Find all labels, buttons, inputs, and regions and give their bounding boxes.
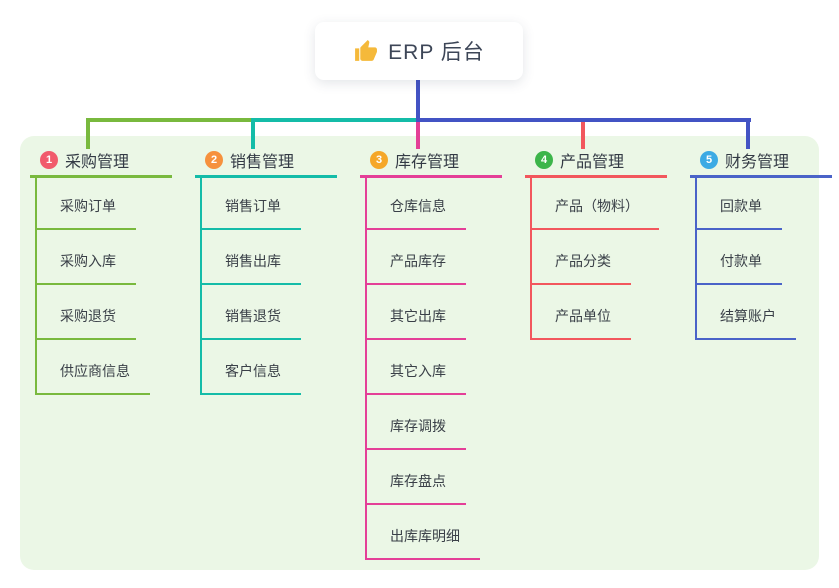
child-node[interactable]: 供应商信息 <box>37 340 150 395</box>
branch-title-label: 财务管理 <box>725 154 790 171</box>
connector-bus-green <box>86 118 253 122</box>
child-node[interactable]: 产品单位 <box>532 285 631 340</box>
child-node[interactable]: 客户信息 <box>202 340 301 395</box>
branch-badge: 3 <box>370 151 388 169</box>
branch-title-node[interactable]: 1 采购管理 <box>30 148 195 172</box>
connector-drop <box>746 118 750 149</box>
branch-title-node[interactable]: 5 财务管理 <box>690 148 839 172</box>
connector-bus-blue <box>416 118 751 122</box>
child-node[interactable]: 库存盘点 <box>367 450 466 505</box>
child-node[interactable]: 付款单 <box>697 230 782 285</box>
branch-title-label: 采购管理 <box>65 154 130 171</box>
branch-column: 3 库存管理 仓库信息产品库存其它出库其它入库库存调拨库存盘点出库库明细 <box>360 148 525 560</box>
child-node[interactable]: 产品库存 <box>367 230 466 285</box>
branch-title-label: 库存管理 <box>395 154 460 171</box>
child-node[interactable]: 结算账户 <box>697 285 796 340</box>
branch-underline <box>360 175 502 178</box>
child-node[interactable]: 仓库信息 <box>367 178 466 230</box>
connector-drop <box>251 118 255 149</box>
child-node[interactable]: 产品分类 <box>532 230 631 285</box>
branch-column: 2 销售管理 销售订单销售出库销售退货客户信息 <box>195 148 360 395</box>
branch-underline <box>30 175 172 178</box>
branch-badge: 2 <box>205 151 223 169</box>
connector-drop <box>416 122 420 149</box>
child-node[interactable]: 出库库明细 <box>367 505 480 560</box>
branch-children: 产品（物料）产品分类产品单位 <box>530 178 659 340</box>
branch-underline <box>195 175 337 178</box>
child-node[interactable]: 产品（物料） <box>532 178 659 230</box>
branch-title-node[interactable]: 3 库存管理 <box>360 148 525 172</box>
branch-children: 仓库信息产品库存其它出库其它入库库存调拨库存盘点出库库明细 <box>365 178 480 560</box>
branch-column: 4 产品管理 产品（物料）产品分类产品单位 <box>525 148 690 340</box>
thumbs-up-icon <box>355 39 378 61</box>
connector-drop <box>86 118 90 149</box>
root-node[interactable]: ERP 后台 <box>315 22 523 80</box>
branch-column: 1 采购管理 采购订单采购入库采购退货供应商信息 <box>30 148 195 395</box>
child-node[interactable]: 回款单 <box>697 178 782 230</box>
child-node[interactable]: 采购订单 <box>37 178 136 230</box>
branch-column: 5 财务管理 回款单付款单结算账户 <box>690 148 839 340</box>
branch-badge: 1 <box>40 151 58 169</box>
branch-children: 销售订单销售出库销售退货客户信息 <box>200 178 301 395</box>
child-node[interactable]: 销售订单 <box>202 178 301 230</box>
branch-title-label: 产品管理 <box>560 154 625 171</box>
branch-underline <box>525 175 667 178</box>
child-node[interactable]: 库存调拨 <box>367 395 466 450</box>
connector-drop <box>581 122 585 149</box>
background-panel <box>20 136 819 570</box>
branch-title-node[interactable]: 4 产品管理 <box>525 148 690 172</box>
child-node[interactable]: 其它出库 <box>367 285 466 340</box>
branch-children: 采购订单采购入库采购退货供应商信息 <box>35 178 150 395</box>
child-node[interactable]: 销售出库 <box>202 230 301 285</box>
root-title: ERP 后台 <box>388 41 485 64</box>
connector-bus-teal <box>251 118 420 122</box>
child-node[interactable]: 采购入库 <box>37 230 136 285</box>
branch-children: 回款单付款单结算账户 <box>695 178 796 340</box>
child-node[interactable]: 其它入库 <box>367 340 466 395</box>
branch-title-node[interactable]: 2 销售管理 <box>195 148 360 172</box>
branch-title-label: 销售管理 <box>230 154 295 171</box>
branch-badge: 4 <box>535 151 553 169</box>
branch-badge: 5 <box>700 151 718 169</box>
child-node[interactable]: 销售退货 <box>202 285 301 340</box>
child-node[interactable]: 采购退货 <box>37 285 136 340</box>
connector-root-drop <box>416 80 420 120</box>
branch-underline <box>690 175 832 178</box>
